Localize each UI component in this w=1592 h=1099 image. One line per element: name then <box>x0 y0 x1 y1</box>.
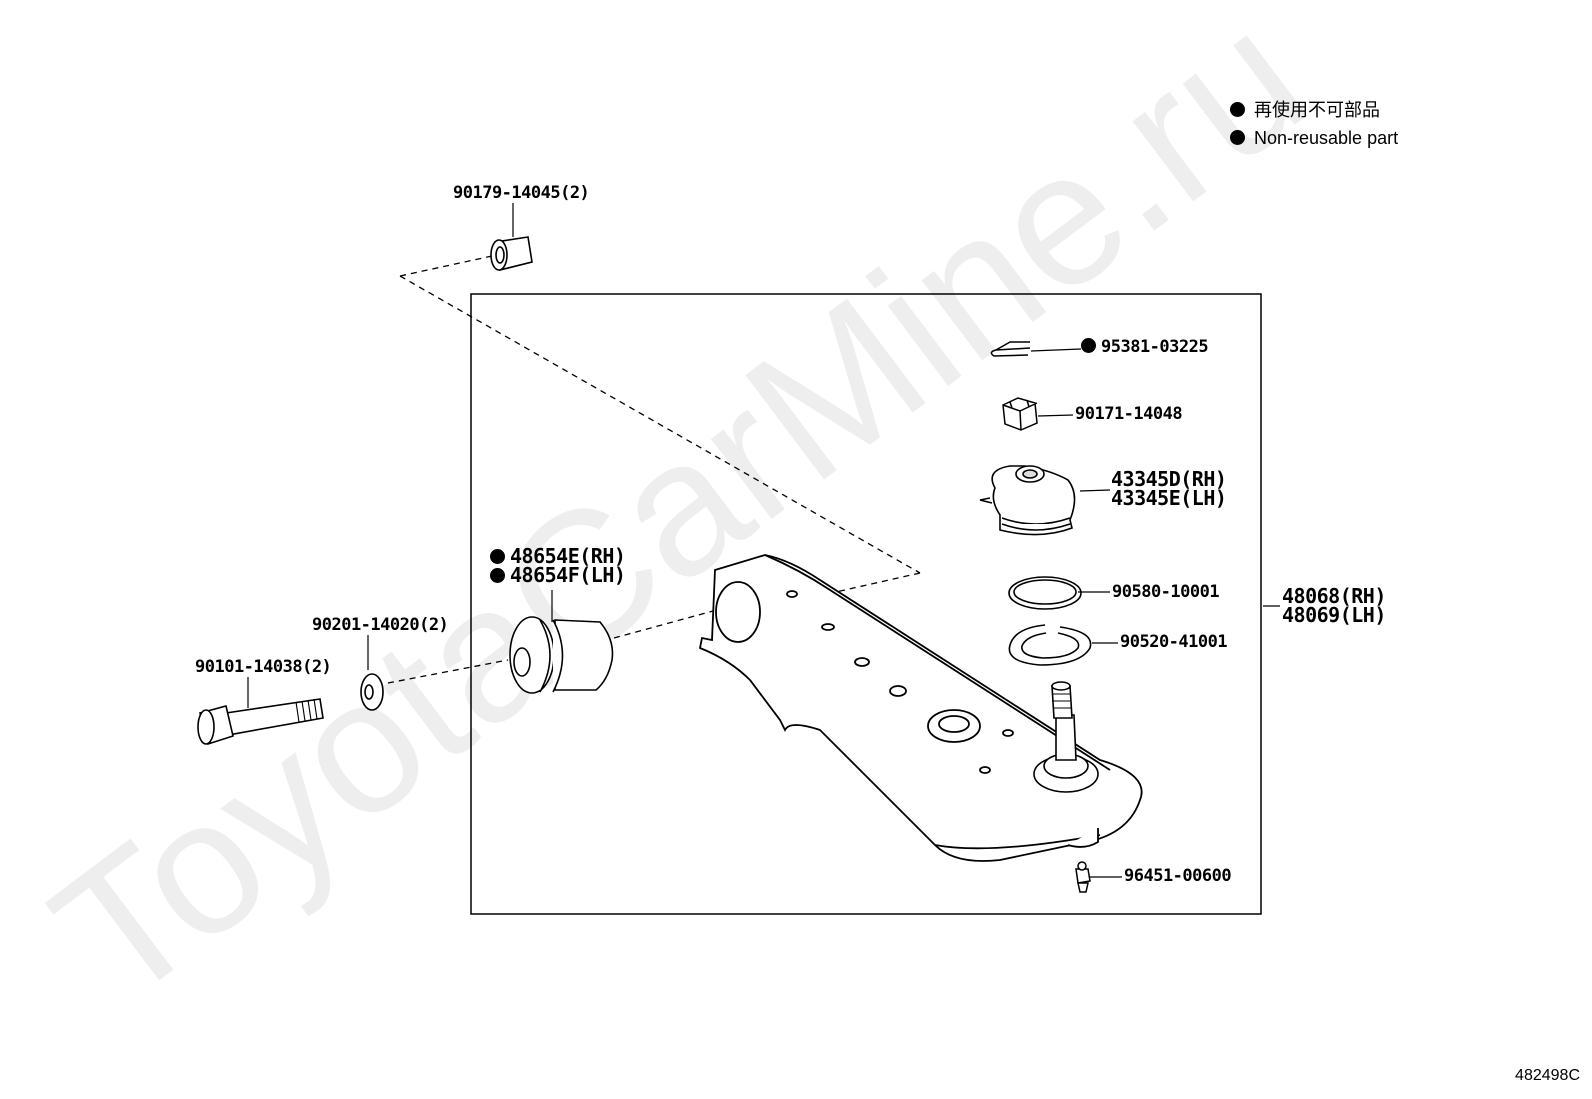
legend-row-english: Non-reusable part <box>1230 128 1398 149</box>
part-label-cotter-pin[interactable]: 95381-03225 <box>1081 337 1209 357</box>
part-label-bolt[interactable]: 90101-14038(2) <box>195 657 332 677</box>
part-label-snap-ring[interactable]: 90520-41001 <box>1120 632 1228 652</box>
part-number-rh: 43345D(RH) <box>1111 467 1227 491</box>
legend: 再使用不可部品 Non-reusable part <box>1230 96 1398 149</box>
part-label-dust-boot[interactable]: 43345D(RH) 43345E(LH) <box>1111 467 1227 510</box>
bushing-icon <box>509 616 614 694</box>
part-label-ring[interactable]: 90580-10001 <box>1112 582 1220 602</box>
flange-nut-icon <box>490 236 533 271</box>
non-reusable-icon <box>1081 338 1096 353</box>
ball-joint-icon <box>1033 681 1099 793</box>
part-label-nut-top[interactable]: 90179-14045(2) <box>453 183 590 203</box>
bullet-icon <box>1230 130 1245 145</box>
washer-icon <box>360 673 384 711</box>
watermark: ToyotaCarMine.ru <box>17 0 1342 1043</box>
castle-nut-icon <box>1002 397 1038 431</box>
legend-row-japanese: 再使用不可部品 <box>1230 96 1398 122</box>
part-label-castle-nut[interactable]: 90171-14048 <box>1075 404 1183 424</box>
part-number: 95381-03225 <box>1101 337 1209 357</box>
bushing-row-lh: 48654F(LH) <box>490 563 626 587</box>
part-label-grease-fitting[interactable]: 96451-00600 <box>1124 866 1232 886</box>
part-number-lh: 48654F(LH) <box>510 563 626 587</box>
figure-id: 482498C <box>1515 1067 1580 1084</box>
control-arm-icon <box>698 554 1143 862</box>
legend-japanese-text: 再使用不可部品 <box>1254 100 1380 120</box>
part-number-rh: 48654E(RH) <box>510 544 626 568</box>
non-reusable-icon <box>490 549 505 564</box>
part-label-washer[interactable]: 90201-14020(2) <box>312 615 449 635</box>
legend-english-text: Non-reusable part <box>1254 128 1399 148</box>
cotter-pin-icon <box>990 341 1031 357</box>
part-label-bushing[interactable]: 48654E(RH) 48654F(LH) <box>490 544 626 587</box>
assembly-frame <box>470 293 1262 915</box>
part-label-control-arm[interactable]: 48068(RH) 48069(LH) <box>1282 584 1386 627</box>
part-number-lh: 48069(LH) <box>1282 603 1386 627</box>
grease-fitting-icon <box>1075 861 1091 893</box>
dust-boot-icon <box>979 465 1076 536</box>
seal-ring-icon <box>1008 576 1082 610</box>
non-reusable-icon <box>490 568 505 583</box>
bolt-icon <box>197 698 324 746</box>
part-number-lh: 43345E(LH) <box>1111 486 1227 510</box>
part-number-rh: 48068(RH) <box>1282 584 1386 608</box>
leader-lines <box>247 203 1280 878</box>
snap-ring-icon <box>1008 624 1092 666</box>
bullet-icon <box>1230 102 1245 117</box>
bushing-row-rh: 48654E(RH) <box>490 544 626 568</box>
